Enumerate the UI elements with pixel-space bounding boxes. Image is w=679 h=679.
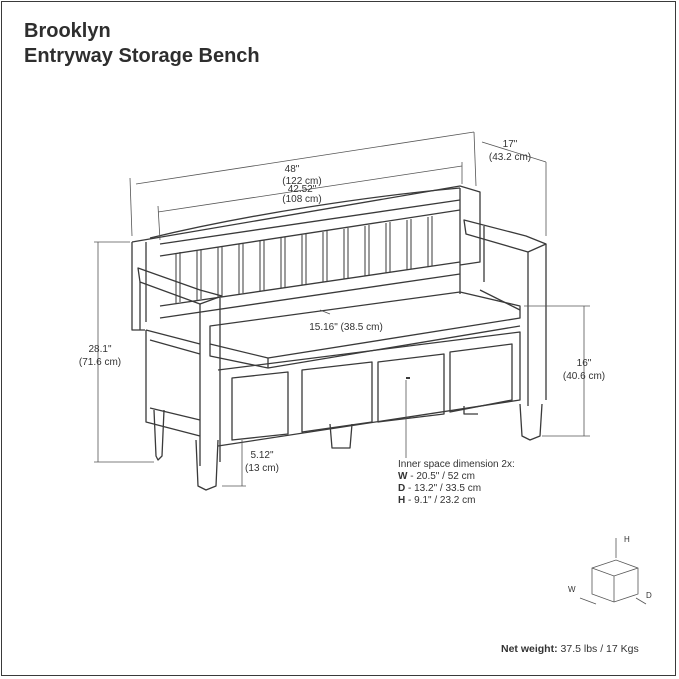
seat-depth: 15.16" (38.5 cm) <box>309 322 383 333</box>
back-slats <box>175 216 433 303</box>
inner-width-in: 42.52" <box>288 184 317 195</box>
inner-w-label: W <box>398 471 408 482</box>
product-title: Brooklyn <box>24 20 111 42</box>
bench-back <box>131 185 481 331</box>
width-cm: (122 cm) <box>282 176 321 187</box>
front-panel <box>217 331 521 447</box>
axis-w-label: W <box>568 585 576 594</box>
width-in: 48" <box>285 164 300 175</box>
net-weight-value: 37.5 lbs / 17 Kgs <box>557 643 639 655</box>
inner-d-label: D <box>398 483 406 494</box>
inner-width-cm: (108 cm) <box>282 194 321 205</box>
depth-in: 17" <box>503 139 518 150</box>
height-in: 28.1" <box>88 344 111 355</box>
axis-h-label: H <box>624 535 630 544</box>
depth-cm: (43.2 cm) <box>489 152 531 163</box>
inner-space-info: Inner space dimension 2x: W - 20.5" / 52… <box>398 459 515 507</box>
inner-space-heading: Inner space dimension 2x: <box>398 459 515 470</box>
left-arm <box>137 267 223 491</box>
inner-w-value: - 20.5" / 52 cm <box>407 471 475 482</box>
rear-foot <box>463 406 478 415</box>
net-weight-label: Net weight: <box>501 643 558 655</box>
leg-height-in: 5.12" <box>250 450 273 461</box>
axis-d-label: D <box>646 591 652 600</box>
left-side <box>145 329 201 437</box>
seat-height-cm: (40.6 cm) <box>563 371 605 382</box>
back-leg <box>329 423 353 449</box>
height-cm: (71.6 cm) <box>79 357 121 368</box>
inner-d-value: - 13.2" / 33.5 cm <box>405 483 482 494</box>
inner-h-value: - 9.1" / 23.2 cm <box>405 495 476 506</box>
inner-h-label: H <box>398 495 406 506</box>
right-arm <box>463 219 547 441</box>
seat-height-in: 16" <box>577 358 592 369</box>
axis-cube-icon <box>579 538 647 605</box>
leg-height-cm: (13 cm) <box>245 463 279 474</box>
product-subtitle: Entryway Storage Bench <box>24 45 260 67</box>
dimension-lines <box>94 131 590 487</box>
bench-seat <box>209 291 521 369</box>
net-weight: Net weight: 37.5 lbs / 17 Kgs <box>501 643 639 655</box>
